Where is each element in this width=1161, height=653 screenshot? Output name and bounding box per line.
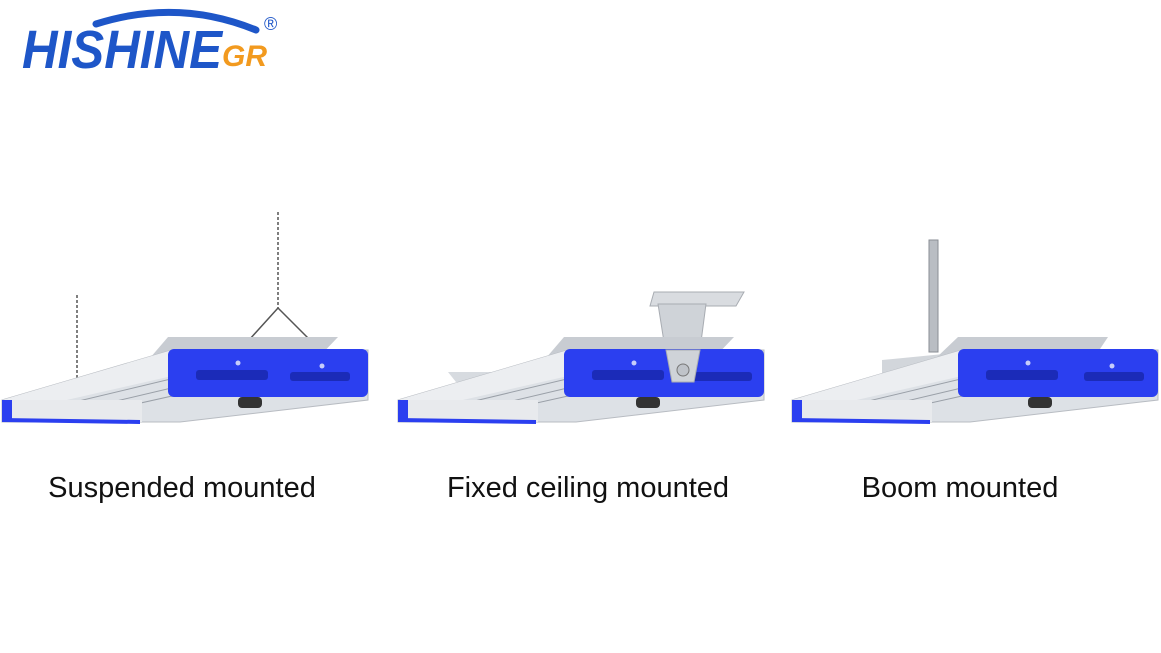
hishine-logo: HISHINE GR ® [22,8,277,74]
logo-suffix: GR [222,40,267,73]
caption-suspended: Suspended mounted [48,472,316,504]
fixture-body [791,349,1159,424]
fixture-body [397,349,765,424]
fixture-body [1,349,369,424]
boom-fixture-image [791,239,1159,424]
ceiling-fixture-image [397,291,765,424]
suspended-fixture-image [1,212,369,424]
caption-fixed-ceiling: Fixed ceiling mounted [446,472,730,504]
registered-mark: ® [264,14,277,34]
logo-wordmark: HISHINE [22,20,224,74]
caption-boom: Boom mounted [861,472,1059,504]
boom-pole [928,239,939,353]
chain-right [239,212,321,351]
